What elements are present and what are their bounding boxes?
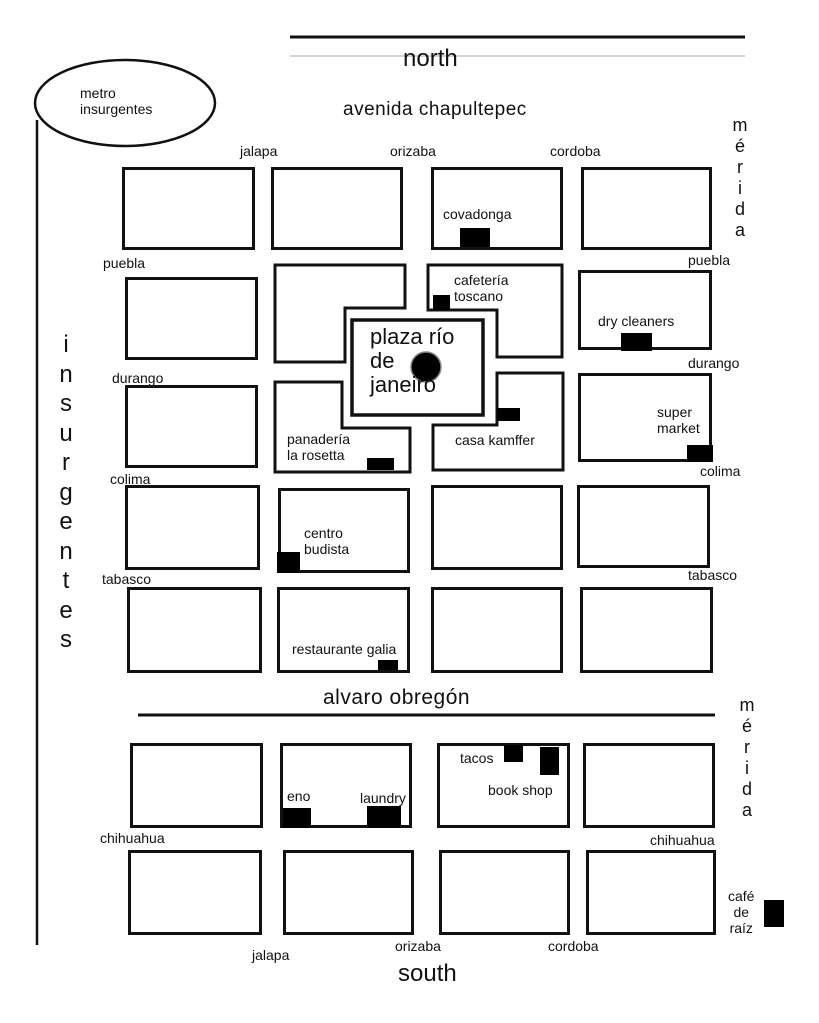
block bbox=[277, 587, 410, 673]
street-chihuahua-east: chihuahua bbox=[650, 832, 715, 848]
block-cafeteria bbox=[426, 263, 564, 359]
block bbox=[125, 277, 258, 360]
block bbox=[578, 373, 712, 462]
street-cordoba-south: cordoba bbox=[548, 938, 599, 954]
casa-kamffer-marker[interactable] bbox=[497, 408, 520, 421]
avenida-chapultepec-label: avenida chapultepec bbox=[343, 99, 527, 120]
cafe-de-raiz-label: café de raíz bbox=[728, 888, 755, 937]
restaurante-galia-marker[interactable] bbox=[378, 660, 398, 670]
street-durango-east: durango bbox=[688, 355, 740, 371]
block bbox=[439, 850, 570, 935]
block bbox=[580, 587, 713, 673]
block bbox=[586, 850, 716, 935]
casa-kamffer-label: casa kamffer bbox=[455, 432, 535, 448]
street-durango-west: durango bbox=[112, 370, 164, 386]
street-jalapa-north: jalapa bbox=[240, 143, 278, 159]
north-label: north bbox=[403, 45, 458, 72]
panaderia-marker[interactable] bbox=[367, 458, 394, 470]
block bbox=[278, 488, 410, 573]
block-l-shape bbox=[273, 263, 407, 364]
block bbox=[125, 485, 260, 570]
block bbox=[130, 743, 263, 828]
street-puebla-east: puebla bbox=[688, 252, 731, 268]
laundry-label: laundry bbox=[360, 790, 406, 806]
block bbox=[431, 485, 563, 570]
cafeteria-toscano-marker[interactable] bbox=[433, 295, 450, 310]
block bbox=[431, 587, 563, 673]
street-orizaba-south: orizaba bbox=[395, 938, 441, 954]
block bbox=[283, 850, 414, 935]
block bbox=[271, 167, 403, 250]
block bbox=[581, 167, 712, 250]
street-tabasco-east: tabasco bbox=[688, 567, 738, 583]
metro-label: metro insurgentes bbox=[80, 85, 153, 118]
super-market-label: super market bbox=[657, 404, 700, 437]
street-colima-east: colima bbox=[700, 463, 741, 479]
plaza-block bbox=[350, 318, 485, 417]
block bbox=[431, 167, 563, 250]
block bbox=[437, 743, 570, 828]
tacos-marker[interactable] bbox=[504, 745, 523, 762]
block bbox=[583, 743, 715, 828]
street-tabasco-west: tabasco bbox=[102, 571, 152, 587]
book-shop-marker[interactable] bbox=[540, 747, 559, 775]
covadonga-label: covadonga bbox=[443, 206, 512, 222]
dry-cleaners-marker[interactable] bbox=[621, 333, 652, 351]
block bbox=[125, 385, 258, 468]
south-label: south bbox=[398, 960, 457, 987]
tacos-label: tacos bbox=[460, 750, 494, 766]
block bbox=[280, 743, 412, 828]
block bbox=[127, 587, 262, 673]
plaza-fountain-icon bbox=[410, 351, 442, 383]
street-colima-west: colima bbox=[110, 471, 151, 487]
street-chihuahua-west: chihuahua bbox=[100, 830, 165, 846]
restaurante-galia-label: restaurante galia bbox=[292, 641, 397, 657]
eno-marker[interactable] bbox=[283, 808, 311, 828]
panaderia-label: panadería la rosetta bbox=[287, 431, 351, 464]
block bbox=[122, 167, 255, 250]
metro-ellipse bbox=[33, 58, 217, 148]
covadonga-marker[interactable] bbox=[460, 228, 490, 247]
block-panaderia bbox=[273, 380, 412, 474]
block bbox=[577, 485, 710, 568]
laundry-marker[interactable] bbox=[367, 806, 401, 828]
cafeteria-toscano-label: cafetería toscano bbox=[454, 272, 509, 305]
block bbox=[128, 850, 262, 935]
block-casa-kamffer bbox=[431, 371, 565, 472]
street-cordoba-north: cordoba bbox=[550, 143, 601, 159]
cafe-de-raiz-marker[interactable] bbox=[764, 900, 784, 927]
street-puebla-west: puebla bbox=[103, 255, 146, 271]
centro-budista-label: centro budista bbox=[304, 525, 350, 558]
street-jalapa-south: jalapa bbox=[252, 947, 290, 963]
centro-budista-marker[interactable] bbox=[277, 552, 300, 573]
alvaro-obregon-label: alvaro obregón bbox=[323, 686, 471, 709]
street-orizaba-north: orizaba bbox=[390, 143, 436, 159]
super-market-marker[interactable] bbox=[687, 445, 713, 462]
dry-cleaners-label: dry cleaners bbox=[598, 313, 675, 329]
eno-label: eno bbox=[287, 788, 311, 804]
book-shop-label: book shop bbox=[488, 782, 553, 798]
